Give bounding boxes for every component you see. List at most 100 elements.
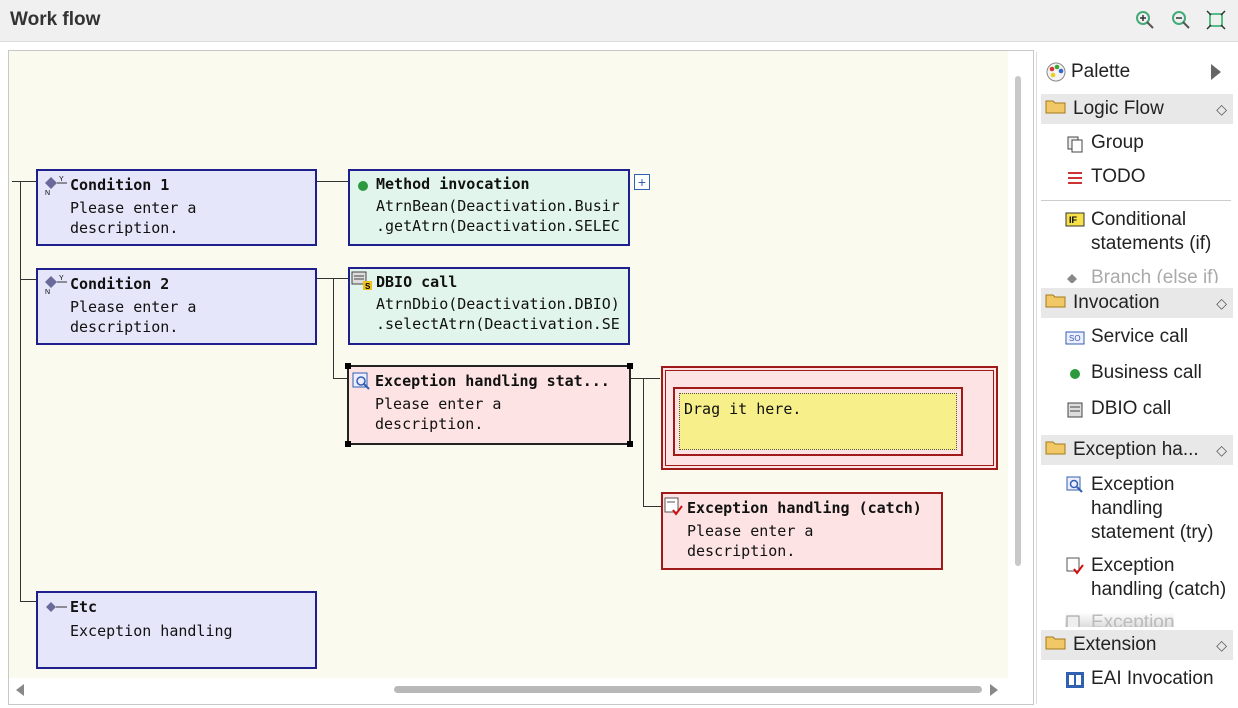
item-label: DBIO call xyxy=(1091,398,1172,419)
palette-panel: Palette Logic Flow ◇ Group TODO IF Condi… xyxy=(1036,52,1234,704)
vertical-scrollbar[interactable] xyxy=(1010,56,1026,676)
exception-icon xyxy=(1065,614,1085,627)
svg-text:N: N xyxy=(45,190,50,197)
palette-section-logic-flow[interactable]: Logic Flow ◇ xyxy=(1041,94,1233,124)
page-title: Work flow xyxy=(10,9,101,30)
svg-text:Y: Y xyxy=(59,176,64,183)
item-label: Exception handling (catch) xyxy=(1091,555,1227,600)
item-label: Exception xyxy=(1091,612,1175,627)
svg-text:Y: Y xyxy=(59,275,64,282)
node-title: Etc xyxy=(70,598,98,616)
scroll-right-icon[interactable] xyxy=(990,684,998,696)
item-label: Business call xyxy=(1091,362,1202,383)
palette-item-eai-invocation[interactable]: EAI Invocation xyxy=(1065,668,1214,690)
eai-icon xyxy=(1065,670,1085,690)
node-description: Please enter a description. xyxy=(687,522,814,560)
palette-title: Palette xyxy=(1071,61,1131,82)
exception-catch-icon xyxy=(1065,556,1085,576)
dbio-call-node[interactable]: S DBIO call AtrnDbio(Deactivation.DBIO) … xyxy=(348,267,630,345)
item-label: Conditional statements (if) xyxy=(1091,209,1212,254)
palette-icon xyxy=(1045,61,1067,83)
palette-section-exception[interactable]: Exception ha... ◇ xyxy=(1041,435,1233,465)
node-title: Exception handling (catch) xyxy=(687,499,922,517)
drop-zone-text: Drag it here. xyxy=(684,400,802,418)
palette-header: Palette xyxy=(1037,56,1235,88)
exception-try-icon xyxy=(1065,475,1085,495)
palette-collapse-icon[interactable] xyxy=(1211,64,1221,80)
palette-section-extension[interactable]: Extension ◇ xyxy=(1041,630,1233,660)
horizontal-scrollbar[interactable] xyxy=(10,680,1008,698)
palette-section-invocation[interactable]: Invocation ◇ xyxy=(1041,288,1233,318)
section-toggle-icon[interactable]: ◇ xyxy=(1216,294,1227,311)
zoom-out-icon[interactable] xyxy=(1169,8,1193,32)
horizontal-scroll-thumb[interactable] xyxy=(394,686,982,693)
dbio-icon: S xyxy=(350,270,372,292)
dbio-icon xyxy=(1065,400,1085,420)
section-label: Invocation xyxy=(1073,292,1160,313)
item-label: TODO xyxy=(1091,166,1146,187)
drop-zone-frame: Drag it here. xyxy=(673,387,963,456)
node-description: AtrnBean(Deactivation.Busir .getAtrn(Dea… xyxy=(376,197,620,235)
node-description: Exception handling xyxy=(70,622,233,640)
exception-try-icon xyxy=(351,371,373,393)
group-icon xyxy=(1065,134,1085,154)
item-label: Exception handling statement (try) xyxy=(1091,474,1214,543)
folder-icon xyxy=(1045,633,1069,657)
palette-item-dbio-call[interactable]: DBIO call xyxy=(1065,398,1171,420)
etc-node[interactable]: Etc Exception handling xyxy=(36,591,317,669)
svg-text:N: N xyxy=(45,289,50,296)
node-description: AtrnDbio(Deactivation.DBIO) .selectAtrn(… xyxy=(376,295,620,333)
expand-icon[interactable]: + xyxy=(634,174,650,190)
folder-icon xyxy=(1045,97,1069,121)
folder-icon xyxy=(1045,438,1069,462)
business-call-icon xyxy=(1065,364,1085,384)
exception-catch-icon xyxy=(663,496,685,518)
scroll-left-icon[interactable] xyxy=(16,684,24,696)
palette-item-conditional[interactable]: IF Conditional statements (if) xyxy=(1065,208,1211,256)
palette-item-exception-try[interactable]: Exception handling statement (try) xyxy=(1065,473,1213,545)
if-icon: IF xyxy=(1065,210,1085,230)
fit-icon[interactable] xyxy=(1204,8,1228,32)
item-label: Service call xyxy=(1091,326,1189,347)
folder-icon xyxy=(1045,291,1069,315)
zoom-in-icon[interactable] xyxy=(1133,8,1157,32)
node-description: Please enter a description. xyxy=(375,395,502,433)
section-toggle-icon[interactable]: ◇ xyxy=(1216,636,1227,653)
node-description: Please enter a description. xyxy=(70,298,197,336)
palette-item-exception-catch[interactable]: Exception handling (catch) xyxy=(1065,554,1226,602)
title-bar: Work flow xyxy=(0,0,1238,42)
drop-zone[interactable]: Drag it here. xyxy=(679,393,957,450)
exception-catch-node[interactable]: Exception handling (catch) Please enter … xyxy=(661,492,943,570)
node-title: Condition 1 xyxy=(70,176,170,194)
item-label: EAI Invocation xyxy=(1091,668,1214,689)
business-call-icon xyxy=(355,175,377,197)
node-title: Condition 2 xyxy=(70,275,170,293)
method-invocation-node[interactable]: Method invocation AtrnBean(Deactivation.… xyxy=(348,169,630,246)
palette-item-branch[interactable]: Branch (else if) xyxy=(1065,267,1219,283)
palette-item-service-call[interactable]: SO Service call xyxy=(1065,326,1188,348)
palette-item-todo[interactable]: TODO xyxy=(1065,166,1146,188)
node-title: Exception handling stat... xyxy=(375,372,610,390)
palette-item-exception[interactable]: Exception xyxy=(1065,612,1175,627)
section-toggle-icon[interactable]: ◇ xyxy=(1216,100,1227,117)
svg-text:IF: IF xyxy=(1069,215,1078,225)
palette-item-business-call[interactable]: Business call xyxy=(1065,362,1202,384)
branch-icon xyxy=(1065,269,1085,283)
item-label: Branch (else if) xyxy=(1091,267,1219,283)
try-container: Drag it here. xyxy=(661,366,998,470)
node-title: DBIO call xyxy=(376,273,458,291)
node-title: Method invocation xyxy=(376,175,530,193)
branch-icon xyxy=(43,597,67,619)
exception-try-node[interactable]: Exception handling stat... Please enter … xyxy=(345,363,633,447)
node-description: Please enter a description. xyxy=(70,199,197,237)
palette-item-group[interactable]: Group xyxy=(1065,132,1144,154)
section-label: Exception ha... xyxy=(1073,439,1199,460)
service-call-icon: SO xyxy=(1065,328,1085,348)
vertical-scroll-thumb[interactable] xyxy=(1015,76,1021,566)
section-toggle-icon[interactable]: ◇ xyxy=(1216,441,1227,458)
